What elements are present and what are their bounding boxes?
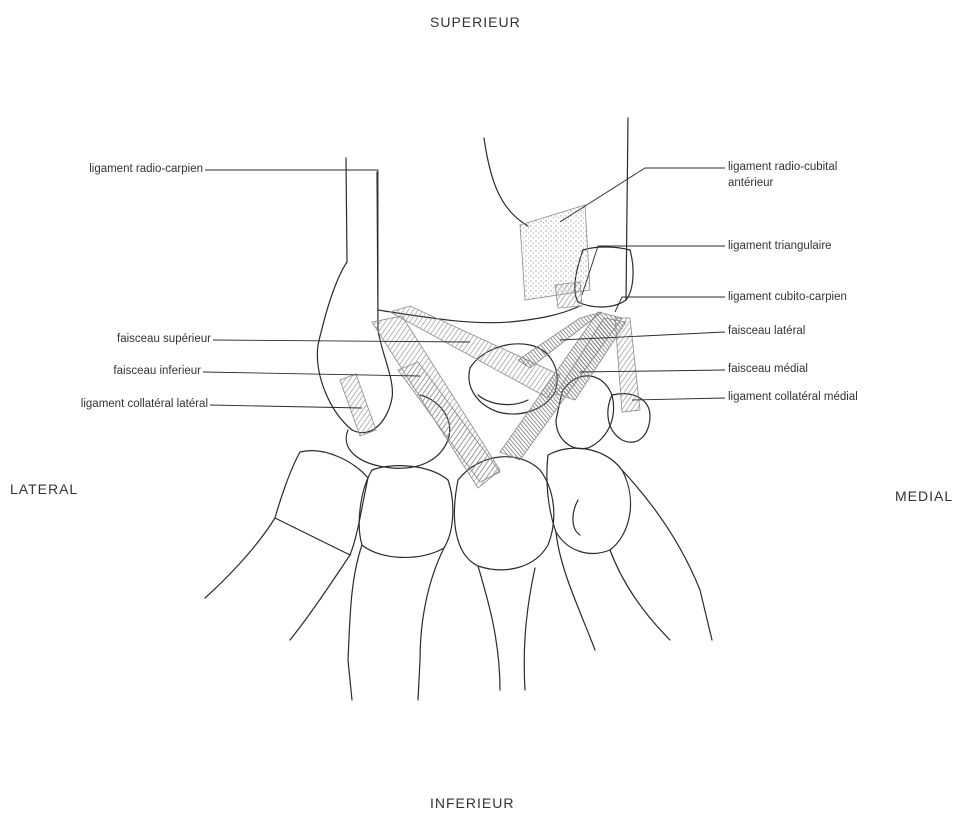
leader-cubito-carpien: [615, 297, 725, 312]
label-faisceau-inferieur: faisceau inferieur: [113, 364, 201, 378]
hamate-hook: [573, 500, 580, 535]
label-anterieur: antérieur: [728, 176, 773, 190]
orientation-bottom: INFERIEUR: [430, 795, 514, 811]
trapezium-bone: [275, 451, 368, 555]
lunate-inner: [478, 395, 528, 405]
label-ligament-collateral-medial: ligament collatéral médial: [728, 390, 858, 404]
collateral-medial-band: [615, 318, 640, 412]
triangulaire-band: [555, 282, 582, 308]
third-metacarpal: [478, 566, 535, 690]
collateral-lateral-band: [340, 374, 376, 436]
leader-collateral-medial: [632, 398, 725, 400]
leader-collateral-lateral: [210, 405, 362, 408]
label-ligament-radio-carpien: ligament radio-carpien: [89, 162, 203, 176]
ulna-shaft-left: [484, 138, 528, 226]
second-metacarpal: [348, 545, 444, 700]
label-faisceau-lateral: faisceau latéral: [728, 324, 805, 338]
label-faisceau-superieur: faisceau supérieur: [117, 332, 211, 346]
leader-faisceau-superieur: [213, 340, 470, 342]
ulna-shaft-right: [626, 118, 628, 300]
leader-faisceau-inferieur: [203, 372, 420, 376]
fifth-metacarpal: [622, 470, 712, 640]
hamate-bone: [547, 448, 631, 553]
leader-triangulaire: [582, 246, 725, 295]
orientation-top: SUPERIEUR: [430, 14, 521, 30]
faisceau-inferieur-band: [398, 362, 500, 482]
first-metacarpal: [205, 518, 350, 640]
orientation-right: MEDIAL: [895, 488, 953, 504]
leader-radio-carpien: [205, 170, 378, 318]
label-ligament-cubito-carpien: ligament cubito-carpien: [728, 290, 847, 304]
label-faisceau-medial: faisceau médial: [728, 362, 808, 376]
label-ligament-triangulaire: ligament triangulaire: [728, 239, 832, 253]
orientation-left: LATERAL: [10, 481, 78, 497]
trapezoid-bone: [359, 466, 453, 558]
fourth-metacarpal: [556, 532, 670, 650]
leader-faisceau-medial: [580, 370, 725, 372]
ulna-head-top: [583, 247, 630, 250]
label-ligament-collateral-lateral: ligament collatéral latéral: [81, 397, 208, 411]
label-ligament-radio-cubital: ligament radio-cubital: [728, 160, 837, 174]
leader-lines: [203, 168, 725, 408]
